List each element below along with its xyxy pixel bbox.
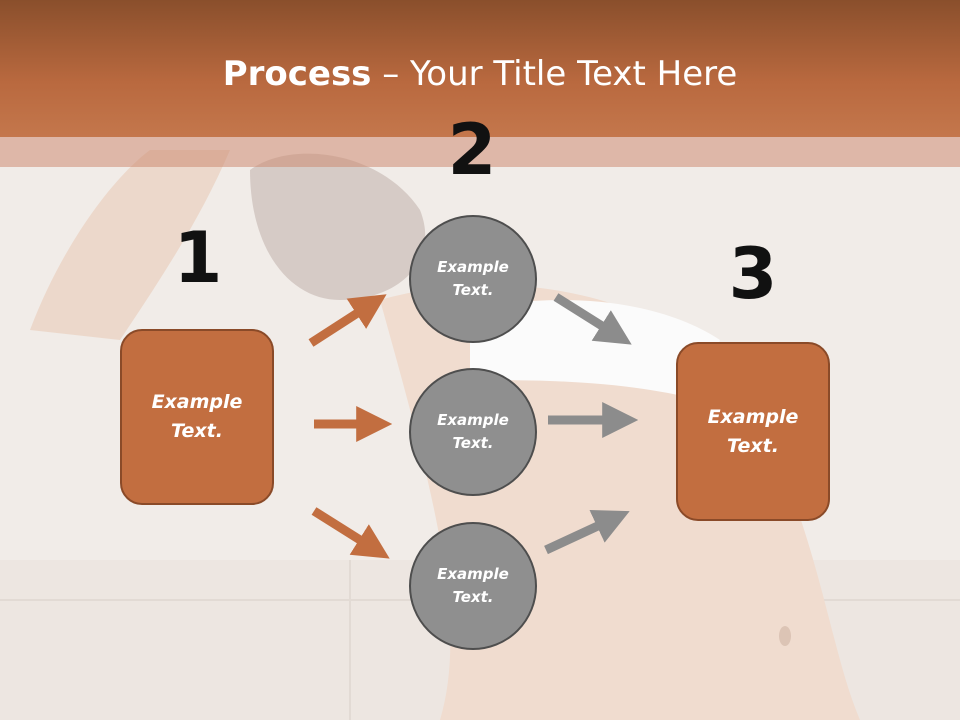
slide-title-bold: Process (222, 54, 372, 94)
right-process-box: Example Text. (676, 342, 830, 521)
step-number-2: 2 (447, 109, 497, 191)
step-number-1: 1 (173, 217, 223, 299)
left-process-box-label: Example Text. (151, 391, 243, 442)
title-bar (0, 0, 960, 137)
arrow-top-to-right (553, 293, 632, 345)
left-process-box: Example Text. (120, 329, 274, 505)
circle-bottom: Example Text. (409, 522, 537, 650)
title-bar-strip (0, 137, 960, 167)
circle-top: Example Text. (409, 215, 537, 343)
arrow-bottom-to-right (544, 510, 630, 555)
slide-title-rest: – Your Title Text Here (371, 54, 738, 94)
circle-middle: Example Text. (409, 368, 537, 496)
circle-middle-label: Example Text. (437, 411, 509, 452)
circle-top-label: Example Text. (437, 258, 509, 299)
slide-title: Process – Your Title Text Here (0, 52, 960, 96)
right-process-box-label: Example Text. (707, 405, 799, 457)
step-number-3: 3 (728, 233, 778, 315)
arrow-left-to-bottom (311, 507, 390, 559)
arrow-left-to-top (308, 294, 387, 347)
circle-bottom-label: Example Text. (437, 565, 509, 606)
